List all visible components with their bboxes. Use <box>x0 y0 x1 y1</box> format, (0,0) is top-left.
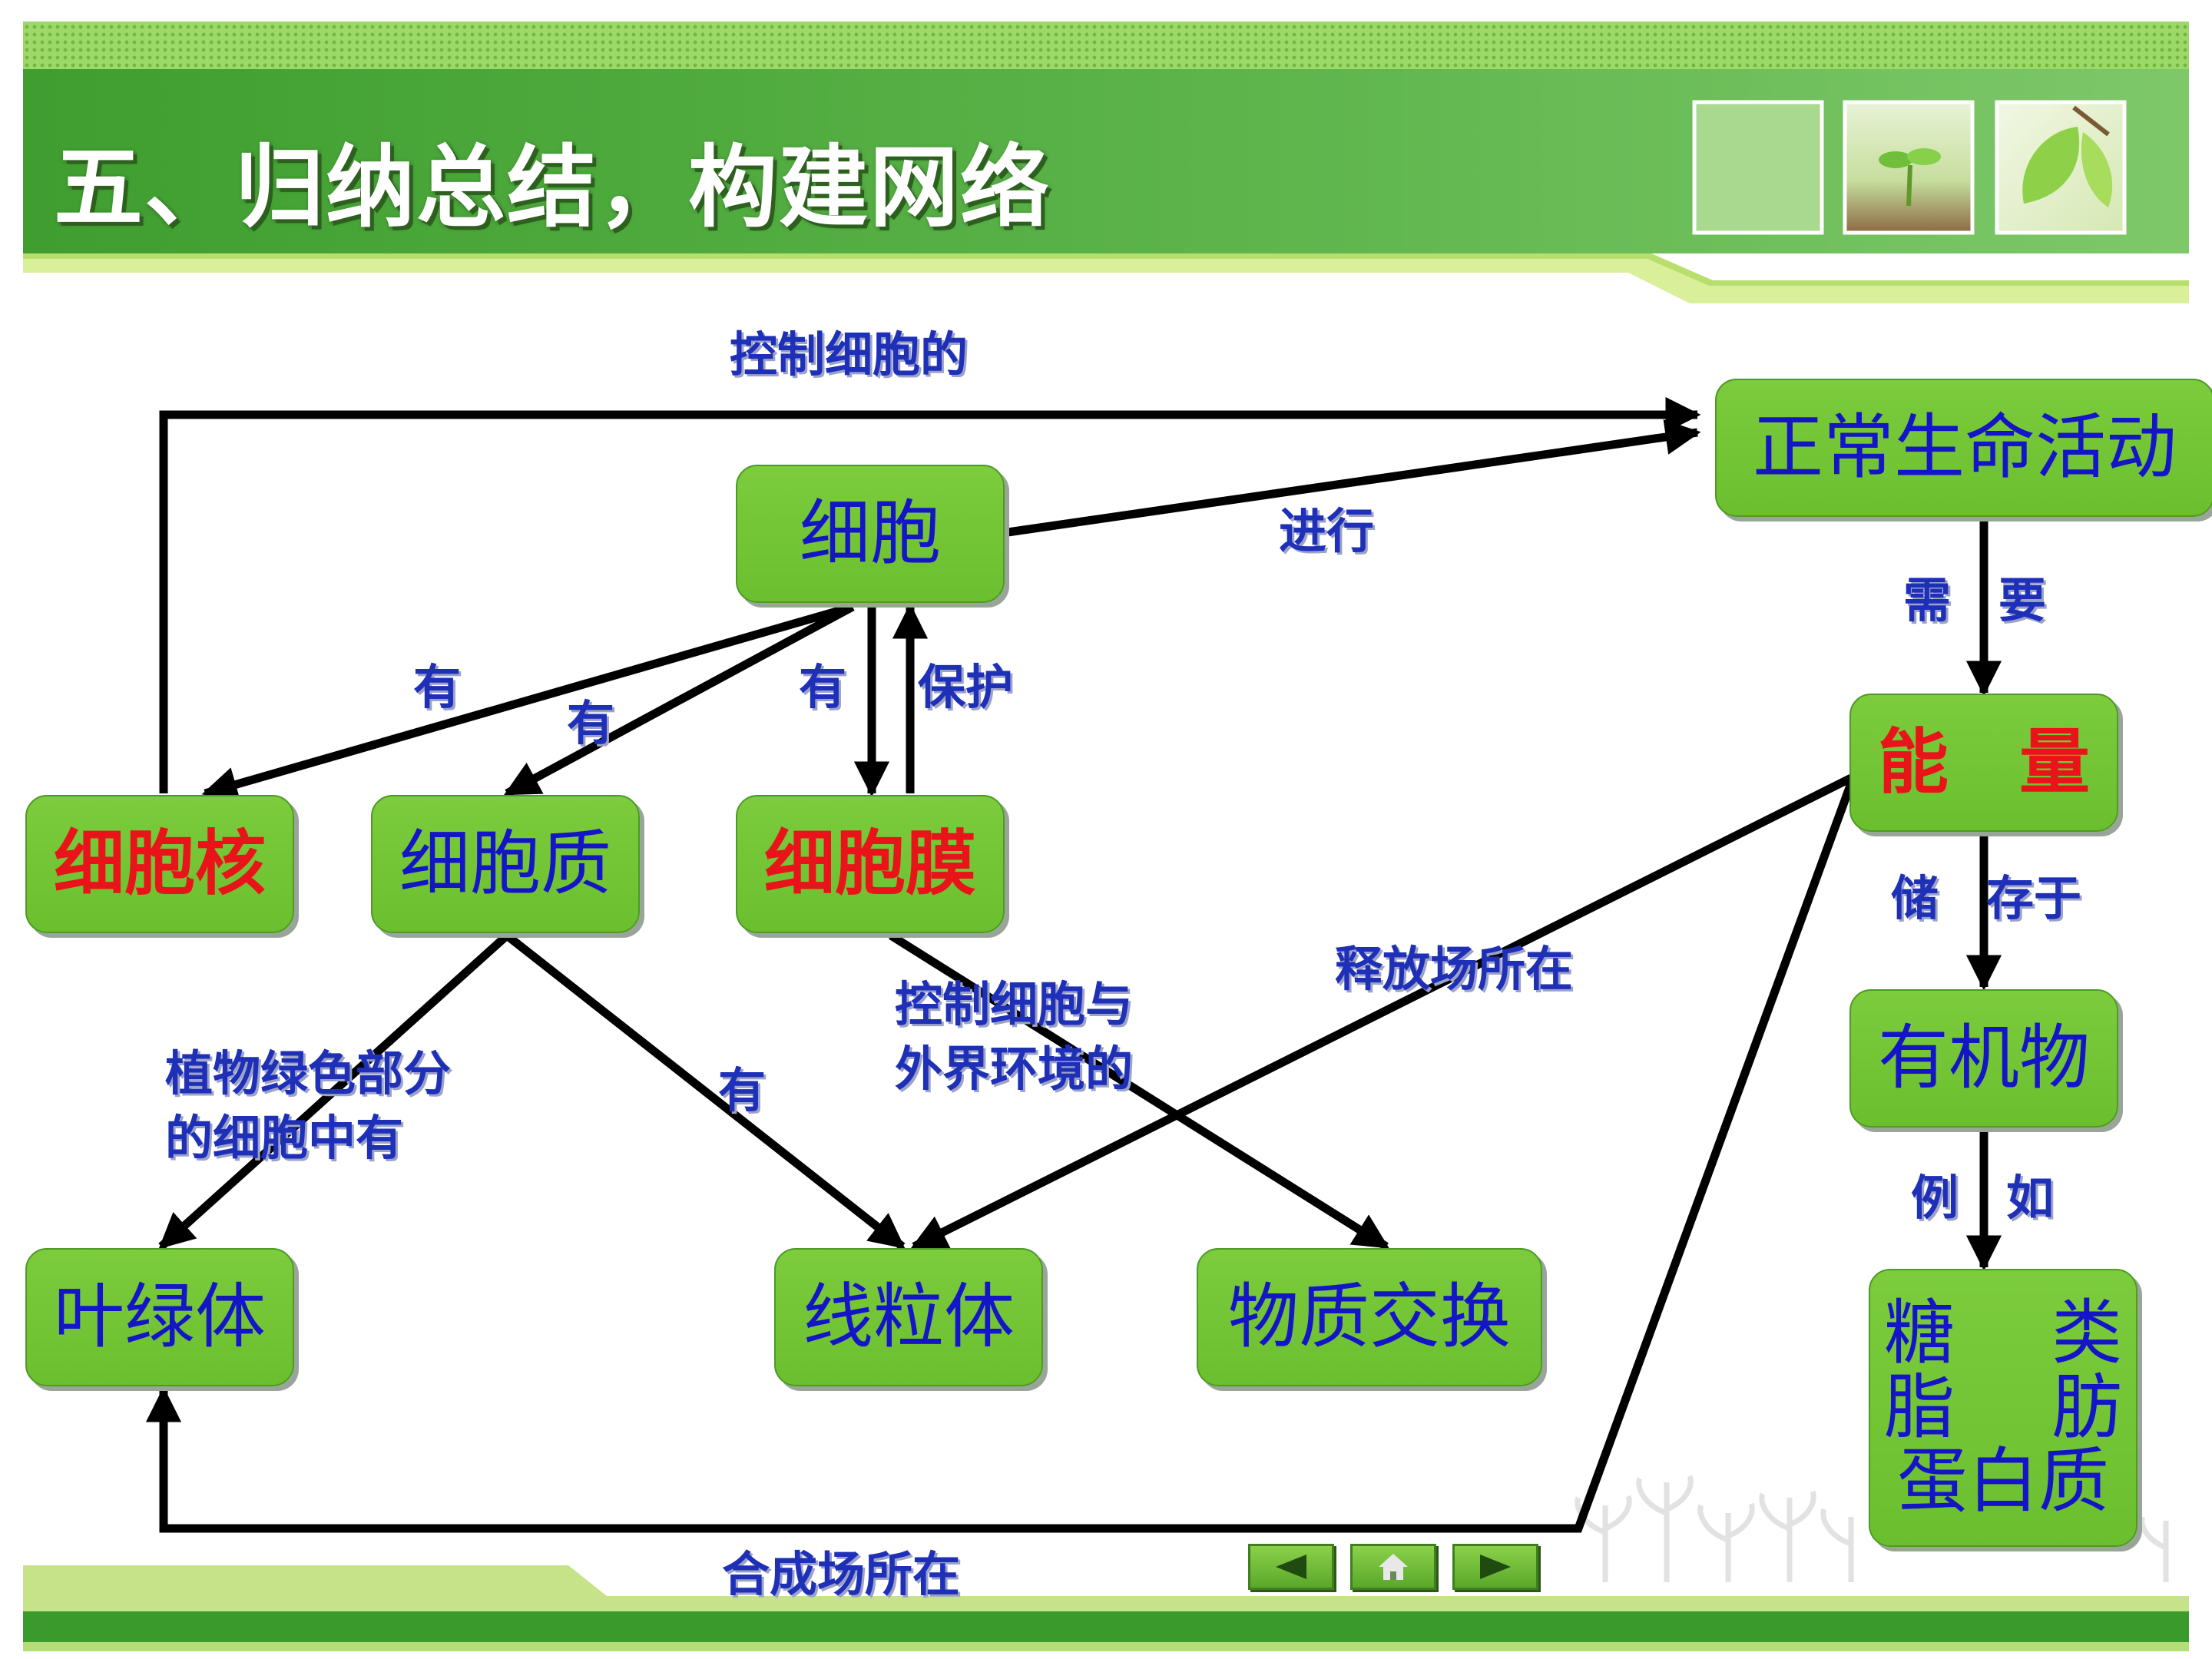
label-protect: 保护 <box>918 657 1013 719</box>
node-cell: 细胞 <box>736 465 1005 603</box>
nutrient-fat-1: 脂 <box>1884 1371 1955 1445</box>
home-button[interactable] <box>1350 1544 1436 1590</box>
node-mitochondria: 线粒体 <box>774 1248 1043 1386</box>
slide-title: 五、归纳总结，构建网络 <box>54 115 1051 244</box>
label-store-in: 储 存于 <box>1891 868 2081 930</box>
node-normal-life-activity: 正常生命活动 <box>1715 379 2212 517</box>
label-membrane-control-2: 外界环境的 <box>895 1038 1133 1101</box>
label-plant-green-1: 植物绿色部分 <box>165 1043 451 1105</box>
label-carry-out: 进行 <box>1279 501 1374 563</box>
label-has-membrane: 有 <box>799 657 846 719</box>
triangle-left-icon <box>1271 1553 1311 1581</box>
node-organic-matter: 有机物 <box>1849 989 2118 1128</box>
nutrient-sugar-2: 类 <box>2051 1296 2122 1371</box>
nutrient-protein: 蛋白质 <box>1897 1445 2109 1519</box>
label-need: 需 要 <box>1903 570 2046 632</box>
nutrient-sugar-1: 糖 <box>1884 1296 1955 1371</box>
label-has-nucleus: 有 <box>413 657 461 719</box>
label-has-mitochondria: 有 <box>718 1060 766 1122</box>
label-synthesis-site: 合成场所在 <box>722 1544 960 1606</box>
label-control-cell: 控制细胞的 <box>730 324 968 386</box>
label-membrane-control-1: 控制细胞与 <box>895 974 1133 1036</box>
node-energy: 能 量 <box>1849 694 2118 832</box>
node-cytoplasm: 细胞质 <box>371 795 640 933</box>
label-plant-green-2: 的细胞中有 <box>165 1108 403 1170</box>
prev-slide-button[interactable] <box>1248 1544 1334 1590</box>
node-cell-membrane: 细胞膜 <box>736 795 1005 933</box>
next-slide-button[interactable] <box>1452 1544 1538 1590</box>
label-has-cytoplasm: 有 <box>567 693 614 755</box>
node-nucleus: 细胞核 <box>25 795 294 933</box>
nutrient-fat: 脂 肪 <box>1884 1371 2122 1445</box>
node-material-exchange: 物质交换 <box>1197 1248 1542 1386</box>
home-icon <box>1376 1551 1410 1582</box>
node-nutrients: 糖 类 脂 肪 蛋白质 <box>1869 1269 2137 1547</box>
nutrient-sugar: 糖 类 <box>1884 1296 2122 1371</box>
nutrient-fat-2: 肪 <box>2051 1371 2122 1445</box>
triangle-right-icon <box>1475 1553 1515 1581</box>
node-chloroplast: 叶绿体 <box>25 1248 294 1386</box>
label-release-site: 释放场所在 <box>1335 939 1573 1001</box>
label-example: 例 如 <box>1911 1167 2054 1230</box>
